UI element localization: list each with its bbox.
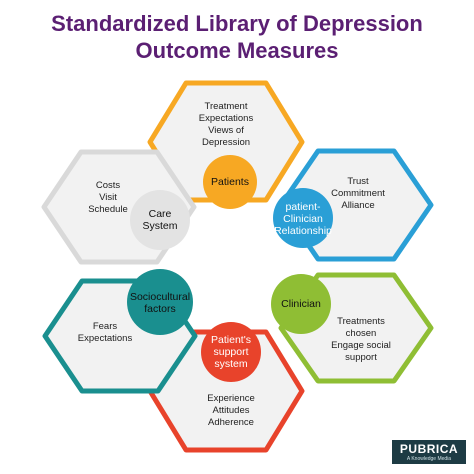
relationship-item: Commitment xyxy=(331,188,385,199)
clinician-item: support xyxy=(345,352,377,363)
support-item: Adherence xyxy=(208,417,254,428)
patients-item: Depression xyxy=(201,137,251,148)
support-circle xyxy=(201,322,261,382)
support-circle-label: Patient's support system xyxy=(211,334,251,370)
group-care xyxy=(41,149,197,265)
care-item: Visit xyxy=(99,192,117,203)
care-circle-label: Care System xyxy=(142,208,178,232)
support-item: Experience xyxy=(207,393,255,404)
group-clinician xyxy=(271,272,434,384)
relationship-item: Alliance xyxy=(341,200,375,211)
clinician-item: Treatments xyxy=(337,316,385,327)
pubrica-logo: PUBRICA A Knowledge Media xyxy=(392,440,466,464)
care-item: Costs xyxy=(95,180,121,191)
patients-item: Expectations xyxy=(198,113,254,124)
care-circle xyxy=(130,190,190,250)
relationship-circle-label: patient- Clinician Relationship xyxy=(274,201,332,237)
clinician-circle xyxy=(271,274,331,334)
group-patients xyxy=(147,80,305,209)
group-sociocultural xyxy=(42,269,198,394)
patients-item: Treatment xyxy=(204,101,248,112)
care-item: Schedule xyxy=(88,204,128,215)
page-title: Standardized Library of Depression Outco… xyxy=(0,10,474,64)
sociocultural-circle xyxy=(127,269,193,335)
care-items: Costs Visit Schedule xyxy=(68,180,148,216)
patients-items: Treatment Expectations Views of Depressi… xyxy=(181,101,271,149)
patients-hexagon xyxy=(147,80,305,203)
clinician-item: chosen xyxy=(345,328,377,339)
logo-tagline: A Knowledge Media xyxy=(406,456,452,462)
patients-circle xyxy=(203,155,257,209)
sociocultural-items: Fears Expectations xyxy=(60,321,150,345)
relationship-circle xyxy=(273,188,333,248)
relationship-items: Trust Commitment Alliance xyxy=(318,176,398,212)
clinician-items: Treatments chosen Engage social support xyxy=(318,316,404,364)
sociocultural-circle-label: Sociocultural factors xyxy=(129,291,191,315)
title-line-2: Outcome Measures xyxy=(135,38,339,63)
sociocultural-item: Expectations xyxy=(77,333,133,344)
clinician-circle-label: Clinician xyxy=(281,298,321,310)
clinician-item: Engage social xyxy=(331,340,391,351)
group-relationship xyxy=(273,148,434,262)
support-item: Attitudes xyxy=(212,405,250,416)
title-line-1: Standardized Library of Depression xyxy=(51,11,423,36)
patients-item: Views of xyxy=(208,125,244,136)
relationship-item: Trust xyxy=(347,176,369,187)
patients-circle-label: Patients xyxy=(211,176,249,188)
sociocultural-item: Fears xyxy=(92,321,118,332)
logo-name: PUBRICA xyxy=(399,442,459,456)
support-items: Experience Attitudes Adherence xyxy=(186,393,276,429)
